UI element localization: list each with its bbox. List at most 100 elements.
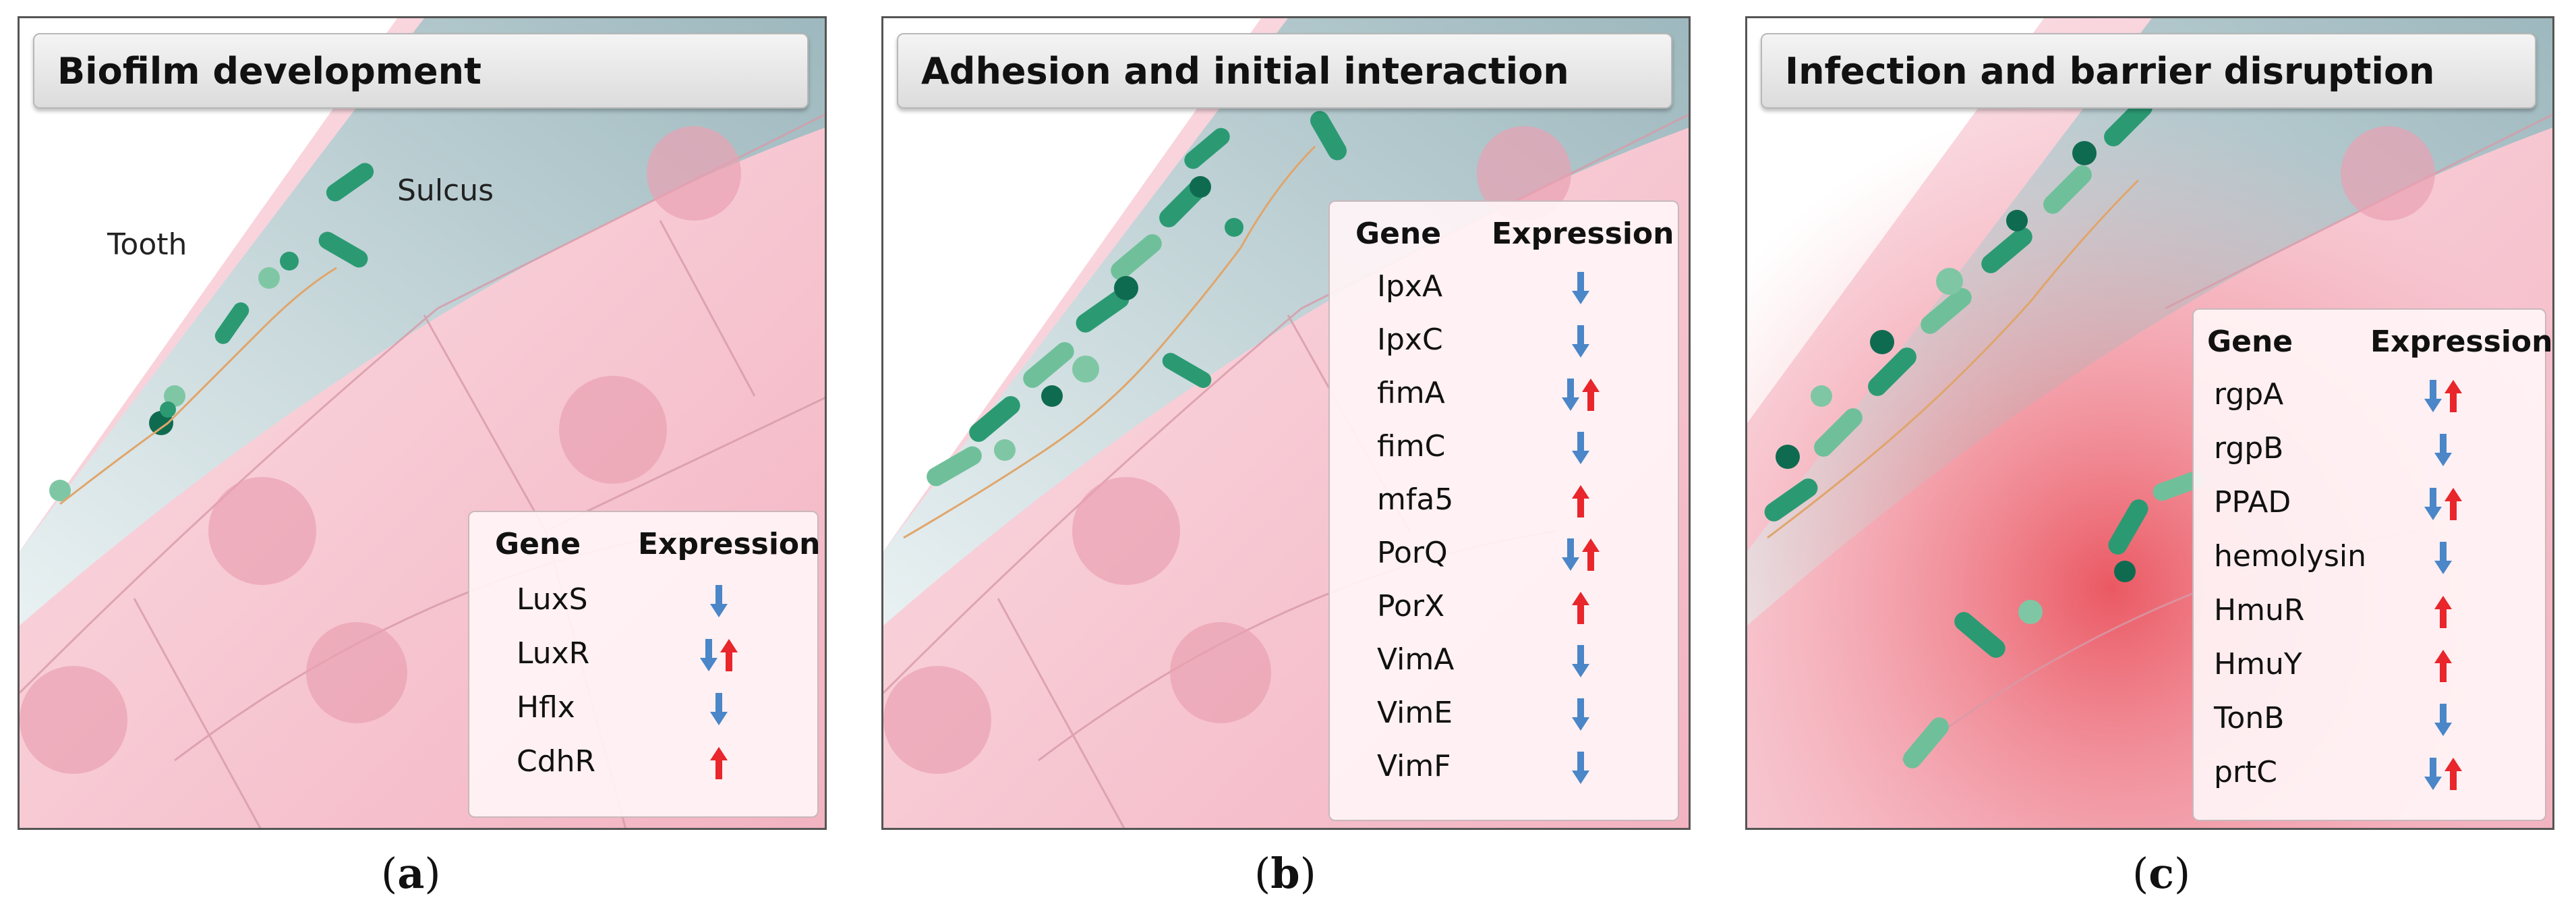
gene-name: prtC <box>2214 755 2277 789</box>
caption-b: (b) <box>1254 849 1316 898</box>
up-arrow-icon <box>1582 538 1600 571</box>
gene-name: LuxR <box>517 636 590 671</box>
expression-indicator <box>1572 325 1589 358</box>
expression-column-header: Expression <box>1492 217 1674 251</box>
gene-name: rgpB <box>2214 431 2284 466</box>
expression-indicator <box>700 639 738 671</box>
caption-a: (a) <box>381 849 441 898</box>
panel-c-title: Infection and barrier disruption <box>1785 49 2435 92</box>
expression-indicator <box>1562 538 1600 571</box>
expression-indicator <box>2434 542 2452 574</box>
expression-indicator <box>2434 704 2452 736</box>
expression-indicator <box>1572 752 1589 784</box>
down-arrow-icon <box>2424 758 2442 790</box>
gene-name: IpxC <box>1377 323 1443 357</box>
gene-name: LuxS <box>517 582 588 617</box>
down-arrow-icon <box>2424 380 2442 412</box>
down-arrow-icon <box>1572 752 1589 784</box>
caption-a-letter: a <box>397 849 425 898</box>
down-arrow-icon <box>1572 325 1589 358</box>
gene-name: rgpA <box>2214 377 2284 412</box>
up-arrow-icon <box>2434 650 2452 682</box>
down-arrow-icon <box>1572 645 1589 677</box>
up-arrow-icon <box>2445 758 2462 790</box>
caption-c-letter: c <box>2148 849 2174 898</box>
down-arrow-icon <box>700 639 718 671</box>
expression-indicator <box>1572 432 1589 464</box>
tooth-label: Tooth <box>107 227 187 262</box>
expression-indicator <box>1562 379 1600 411</box>
gene-name: VimE <box>1377 696 1453 730</box>
up-arrow-icon <box>1582 379 1600 411</box>
expression-indicator <box>1572 485 1589 518</box>
expression-indicator <box>1572 272 1589 304</box>
up-arrow-icon <box>2445 488 2462 520</box>
panel-b: Adhesion and initial interaction Gene Exp… <box>881 16 1691 830</box>
gene-name: CdhR <box>517 744 596 779</box>
expression-indicator <box>1572 698 1589 731</box>
expression-indicator <box>1572 645 1589 677</box>
panel-c-title-box: Infection and barrier disruption <box>1761 33 2536 109</box>
panel-b-title: Adhesion and initial interaction <box>921 49 1569 92</box>
gene-name: IpxA <box>1377 269 1443 304</box>
gene-name: hemolysin <box>2214 539 2367 574</box>
up-arrow-icon <box>710 747 728 779</box>
up-arrow-icon <box>2445 380 2462 412</box>
down-arrow-icon <box>710 585 728 617</box>
expression-column-header: Expression <box>638 527 821 561</box>
gene-name: PorX <box>1377 589 1445 623</box>
gene-name: Hflx <box>517 690 575 725</box>
gene-name: PPAD <box>2214 485 2291 520</box>
down-arrow-icon <box>1572 272 1589 304</box>
gene-name: VimF <box>1377 749 1451 783</box>
down-arrow-icon <box>2424 488 2442 520</box>
gene-name: fimA <box>1377 376 1445 410</box>
down-arrow-icon <box>2434 434 2452 466</box>
down-arrow-icon <box>1562 538 1579 571</box>
up-arrow-icon <box>1572 592 1589 624</box>
down-arrow-icon <box>1562 379 1579 411</box>
panel-a-title: Biofilm development <box>57 49 481 92</box>
sulcus-label: Sulcus <box>397 173 494 208</box>
down-arrow-icon <box>710 693 728 725</box>
panel-b-illustration <box>883 18 1689 828</box>
expression-indicator <box>1572 592 1589 624</box>
panel-a-title-box: Biofilm development <box>33 33 809 109</box>
gene-name: VimA <box>1377 642 1455 677</box>
expression-indicator <box>2424 380 2462 412</box>
expression-indicator <box>710 747 728 779</box>
up-arrow-icon <box>720 639 738 671</box>
up-arrow-icon <box>2434 596 2452 628</box>
gene-name: PorQ <box>1377 536 1448 570</box>
gene-column-header: Gene <box>2207 325 2293 359</box>
caption-c: (c) <box>2132 849 2191 898</box>
expression-column-header: Expression <box>2370 325 2553 359</box>
up-arrow-icon <box>1572 485 1589 518</box>
panel-a-illustration <box>20 18 825 828</box>
gene-column-header: Gene <box>495 527 581 561</box>
gene-name: TonB <box>2214 701 2285 735</box>
expression-indicator <box>2424 758 2462 790</box>
expression-indicator <box>2434 596 2452 628</box>
down-arrow-icon <box>2434 704 2452 736</box>
panel-a: Biofilm development Tooth Sulcus Gene Exp… <box>18 16 827 830</box>
gene-name: HmuY <box>2214 647 2302 681</box>
expression-indicator <box>2434 650 2452 682</box>
gene-column-header: Gene <box>1355 217 1442 251</box>
down-arrow-icon <box>1572 698 1589 731</box>
expression-indicator <box>710 693 728 725</box>
expression-indicator <box>710 585 728 617</box>
expression-indicator <box>2424 488 2462 520</box>
down-arrow-icon <box>1572 432 1589 464</box>
gene-name: HmuR <box>2214 593 2305 627</box>
expression-indicator <box>2434 434 2452 466</box>
caption-b-letter: b <box>1270 849 1300 898</box>
panel-c: Infection and barrier disruption Gene Exp… <box>1745 16 2554 830</box>
gene-name: fimC <box>1377 429 1446 464</box>
panel-b-title-box: Adhesion and initial interaction <box>897 33 1672 109</box>
down-arrow-icon <box>2434 542 2452 574</box>
gene-name: mfa5 <box>1377 482 1454 517</box>
